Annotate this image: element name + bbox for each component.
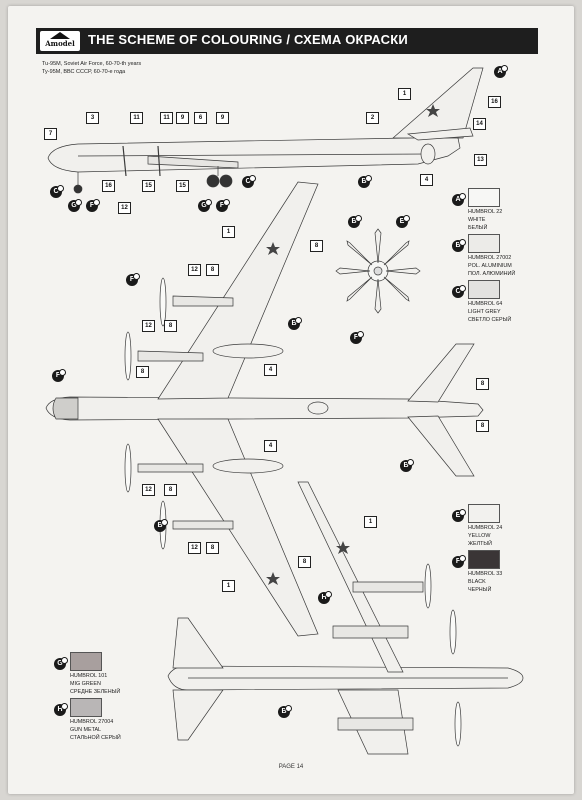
aircraft-subtitle-en: Tu-95M, Soviet Air Force, 60-70-th years bbox=[42, 61, 142, 67]
callout-number: 14 bbox=[473, 118, 486, 130]
callout-letter: B bbox=[288, 317, 302, 330]
callout-number: 8 bbox=[310, 240, 323, 252]
swatch-black bbox=[468, 550, 500, 569]
callout-number: 1 bbox=[222, 226, 235, 238]
callout-number: 1 bbox=[222, 580, 235, 592]
callout-letter: C bbox=[50, 185, 64, 198]
callout-number: 9 bbox=[176, 112, 189, 124]
instruction-page: Amodel THE SCHEME OF COLOURING / СХЕМА О… bbox=[8, 6, 574, 794]
callout-number: 15 bbox=[142, 180, 155, 192]
top-view-aircraft bbox=[45, 181, 484, 637]
aircraft-subtitle-ru: Ту-95М, ВВС СССР, 60-70-е года bbox=[42, 69, 126, 75]
callout-number: 12 bbox=[188, 542, 201, 554]
legend-letter-a: A bbox=[452, 193, 466, 206]
swatch-gun-metal bbox=[70, 698, 102, 717]
legend-letter-c: C bbox=[452, 285, 466, 298]
swatch-yellow bbox=[468, 504, 500, 523]
callout-number: 13 bbox=[474, 154, 487, 166]
logo-text: Amodel bbox=[45, 39, 75, 48]
logo-arrow-icon bbox=[50, 32, 70, 39]
callout-number: 9 bbox=[216, 112, 229, 124]
callout-number: 8 bbox=[206, 542, 219, 554]
callout-number: 12 bbox=[142, 320, 155, 332]
star-insignia bbox=[266, 104, 440, 585]
header-bar: Amodel THE SCHEME OF COLOURING / СХЕМА О… bbox=[36, 28, 538, 54]
side-view-aircraft bbox=[47, 67, 484, 194]
callout-letter: B bbox=[358, 175, 372, 188]
callout-letter: F bbox=[126, 273, 140, 286]
callout-number: 1 bbox=[364, 516, 377, 528]
legend-letter-e: E bbox=[452, 509, 466, 522]
swatch-white bbox=[468, 188, 500, 207]
callout-number: 7 bbox=[44, 128, 57, 140]
callout-number: 11 bbox=[130, 112, 143, 124]
callout-letter: F bbox=[350, 331, 364, 344]
callout-number: 8 bbox=[476, 420, 489, 432]
callout-letter: B bbox=[278, 705, 292, 718]
callout-number: 4 bbox=[264, 364, 277, 376]
callout-letter: E bbox=[396, 215, 410, 228]
callout-letter: A bbox=[494, 65, 508, 78]
callout-letter: C bbox=[242, 175, 256, 188]
callout-letter: G bbox=[68, 199, 82, 212]
callout-number: 16 bbox=[488, 96, 501, 108]
callout-letter: F bbox=[216, 199, 230, 212]
callout-letter: B bbox=[348, 215, 362, 228]
callout-number: 11 bbox=[160, 112, 173, 124]
callout-number: 8 bbox=[298, 556, 311, 568]
callout-number: 3 bbox=[86, 112, 99, 124]
callout-number: 2 bbox=[366, 112, 379, 124]
amodel-logo: Amodel bbox=[40, 31, 80, 51]
callout-number: 16 bbox=[102, 180, 115, 192]
callout-number: 6 bbox=[194, 112, 207, 124]
callout-number: 12 bbox=[118, 202, 131, 214]
callout-letter: B bbox=[400, 459, 414, 472]
bottom-view-aircraft bbox=[167, 481, 524, 755]
callout-number: 4 bbox=[264, 440, 277, 452]
callout-letter: G bbox=[198, 199, 212, 212]
page-number: PAGE 14 bbox=[278, 764, 304, 770]
callout-number: 12 bbox=[142, 484, 155, 496]
callout-number: 8 bbox=[136, 366, 149, 378]
callout-number: 1 bbox=[398, 88, 411, 100]
callout-number: 8 bbox=[476, 378, 489, 390]
swatch-light-grey bbox=[468, 280, 500, 299]
callout-letter: F bbox=[52, 369, 66, 382]
callout-letter: H bbox=[318, 591, 332, 604]
page-title: THE SCHEME OF COLOURING / СХЕМА ОКРАСКИ bbox=[88, 32, 408, 47]
callout-number: 4 bbox=[420, 174, 433, 186]
callout-letter: F bbox=[86, 199, 100, 212]
swatch-mig-green bbox=[70, 652, 102, 671]
legend-letter-b: B bbox=[452, 239, 466, 252]
callout-number: 8 bbox=[164, 484, 177, 496]
legend-letter-g: G bbox=[54, 657, 68, 670]
swatch-pol-aluminium bbox=[468, 234, 500, 253]
callout-number: 15 bbox=[176, 180, 189, 192]
callout-letter: B bbox=[154, 519, 168, 532]
callout-number: 12 bbox=[188, 264, 201, 276]
legend-letter-f: F bbox=[452, 555, 466, 568]
callout-number: 8 bbox=[164, 320, 177, 332]
callout-number: 8 bbox=[206, 264, 219, 276]
legend-letter-h: H bbox=[54, 703, 68, 716]
propeller-detail bbox=[335, 228, 421, 314]
